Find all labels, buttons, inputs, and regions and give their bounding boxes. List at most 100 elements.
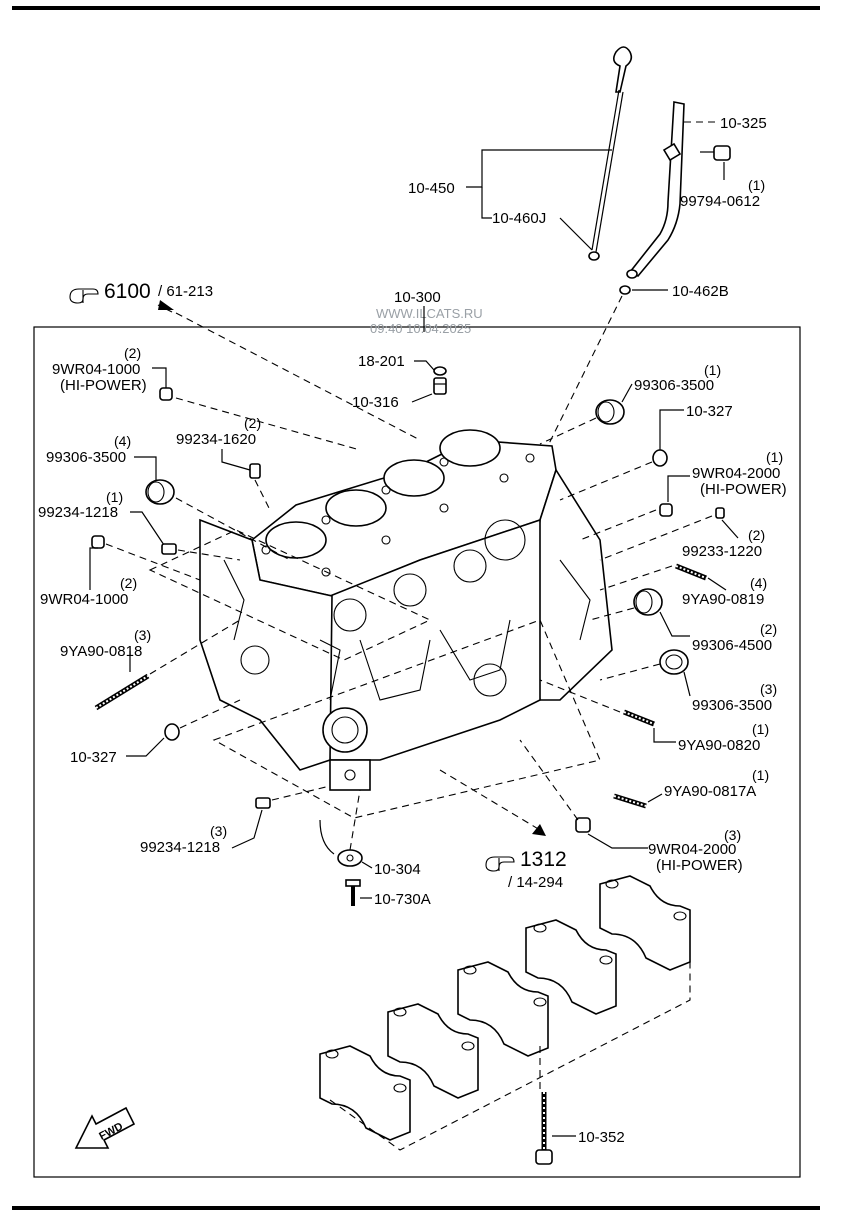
fitting-10-316[interactable] xyxy=(433,377,447,395)
book-icon xyxy=(485,856,515,872)
oil-jet-10-304[interactable] xyxy=(319,819,363,867)
dash-9WR04-2000-hp1 xyxy=(579,509,657,541)
qty-99234-1218-b: (3) xyxy=(210,823,227,839)
plug-99306-3500-b[interactable] xyxy=(595,399,625,425)
label-10-304: 10-304 xyxy=(374,861,421,878)
ref-6100-arrowhead xyxy=(158,300,174,310)
plug-99306-4500[interactable] xyxy=(633,588,663,616)
ref-1312-main: 1312 xyxy=(520,848,567,871)
label-10-352: 10-352 xyxy=(578,1129,625,1146)
leader-99233-1220 xyxy=(721,519,739,539)
bolt-10-352[interactable] xyxy=(535,1092,553,1165)
fwd-arrow-icon: FWD xyxy=(74,1106,136,1149)
label-10-300: 10-300 xyxy=(394,289,441,306)
oring-10-462B[interactable] xyxy=(619,285,631,295)
dash-99306-3500-b xyxy=(539,417,597,445)
qty-9YA90-0820: (1) xyxy=(752,721,769,737)
dash-99306-4500 xyxy=(589,607,635,621)
ref-1312-arrowhead xyxy=(532,824,546,836)
leader-9YA90-0819 xyxy=(707,577,727,591)
dowel-99234-1218-b[interactable] xyxy=(255,797,271,809)
plug-99306-3500-a[interactable] xyxy=(145,479,175,505)
dowel-99234-1218-a[interactable] xyxy=(161,543,177,555)
bolt-10-730A[interactable] xyxy=(345,879,361,906)
leader-10-327-a xyxy=(126,737,165,757)
ref-1312-leader xyxy=(439,769,541,831)
dash-9WR04-1000 xyxy=(105,543,201,581)
plug-9WR04-1000-hp[interactable] xyxy=(159,387,173,401)
dowel-99233-1220[interactable] xyxy=(715,507,725,519)
stud-9YA90-0820[interactable] xyxy=(623,709,655,727)
leader-9WR04-1000 xyxy=(89,547,98,590)
leader-99234-1218-a xyxy=(130,511,165,546)
label-99794-0612: 99794-0612 xyxy=(680,193,760,210)
label-99233-1220: 99233-1220 xyxy=(682,543,762,560)
assembly-frame xyxy=(33,326,801,1178)
label-99234-1218-b: 99234-1218 xyxy=(140,839,220,856)
qty-99233-1220: (2) xyxy=(748,527,765,543)
dash-99233-1220 xyxy=(599,515,713,561)
leader-99234-1218-b xyxy=(231,809,263,849)
label-99306-3500-a: 99306-3500 xyxy=(46,449,126,466)
qty-9WR04-2000-hp1: (1) xyxy=(766,449,783,465)
label-9WR04-2000-hp3: 9WR04-2000 xyxy=(648,841,736,858)
leader-99306-3500-a xyxy=(134,456,157,480)
oring-18-201[interactable] xyxy=(433,366,447,376)
label-18-201: 18-201 xyxy=(358,353,405,370)
label-10-327-b: 10-327 xyxy=(686,403,733,420)
dowel-99234-1620[interactable] xyxy=(249,463,261,479)
stud-9YA90-0817A[interactable] xyxy=(613,793,647,809)
label-99306-3500-c: 99306-3500 xyxy=(692,697,772,714)
leader-99234-1620 xyxy=(221,449,251,471)
dipstick-part[interactable] xyxy=(588,46,633,261)
leader-10-450-b xyxy=(481,187,492,219)
stud-9YA90-0818[interactable] xyxy=(94,673,150,711)
bolt-99794-0612[interactable] xyxy=(700,145,731,161)
bearing-caps[interactable] xyxy=(319,875,691,1141)
dash-9YA90-0820 xyxy=(539,679,621,713)
label-9WR04-1000: 9WR04-1000 xyxy=(40,591,128,608)
plug-9WR04-1000[interactable] xyxy=(91,535,105,549)
label-10-325: 10-325 xyxy=(720,115,767,132)
dash-9YA90-0818 xyxy=(149,619,241,675)
leader-9WR04-1000-hp xyxy=(152,367,167,388)
label-10-730A: 10-730A xyxy=(374,891,431,908)
dash-9YA90-0819 xyxy=(599,565,673,591)
qty-99306-3500-c: (3) xyxy=(760,681,777,697)
note-9WR04-2000-hp3: (HI-POWER) xyxy=(656,857,743,874)
watermark-datetime: 09:40 10.04.2025 xyxy=(370,321,471,336)
label-99234-1218-a: 99234-1218 xyxy=(38,504,118,521)
plug-9WR04-2000-hp3[interactable] xyxy=(575,817,591,833)
dash-99306-3500-a xyxy=(175,497,291,561)
stud-9YA90-0819[interactable] xyxy=(675,563,707,581)
plug-99306-3500-c[interactable] xyxy=(659,649,689,675)
label-9YA90-0817A: 9YA90-0817A xyxy=(664,783,756,800)
leader-10-450 xyxy=(466,149,612,188)
leader-9WR04-2000-hp3 xyxy=(587,833,648,849)
ref-6100[interactable]: 6100 / 61-213 xyxy=(69,280,213,304)
ref-6100-leader xyxy=(175,312,421,441)
label-99306-3500-b: 99306-3500 xyxy=(634,377,714,394)
dash-99306-3500-c xyxy=(599,663,661,681)
qty-9WR04-2000-hp3: (3) xyxy=(724,827,741,843)
cylinder-block[interactable] xyxy=(199,429,613,791)
leader-9YA90-0820 xyxy=(653,728,676,743)
dash-10-304 xyxy=(349,789,361,851)
qty-99306-3500-b: (1) xyxy=(704,362,721,378)
ref-1312[interactable]: 1312 / 14-294 xyxy=(485,848,567,891)
dash-9WR04-2000-hp3 xyxy=(519,739,579,821)
qty-9YA90-0818: (3) xyxy=(134,627,151,643)
plug-9WR04-2000-hp1[interactable] xyxy=(659,503,673,517)
note-9WR04-1000-hp: (HI-POWER) xyxy=(60,377,147,394)
plug-10-327-b[interactable] xyxy=(652,449,668,467)
label-99234-1620: 99234-1620 xyxy=(176,431,256,448)
dipstick-tube-part[interactable] xyxy=(626,101,685,279)
qty-99306-3500-a: (4) xyxy=(114,433,131,449)
qty-9WR04-1000-hp: (2) xyxy=(124,345,141,361)
label-9WR04-1000-hp: 9WR04-1000 xyxy=(52,361,140,378)
dash-99234-1218-a xyxy=(177,549,241,561)
leader-99306-3500-b xyxy=(621,383,633,403)
label-9YA90-0818: 9YA90-0818 xyxy=(60,643,142,660)
dash-99234-1620 xyxy=(254,479,271,511)
plug-10-327-a[interactable] xyxy=(164,723,180,741)
